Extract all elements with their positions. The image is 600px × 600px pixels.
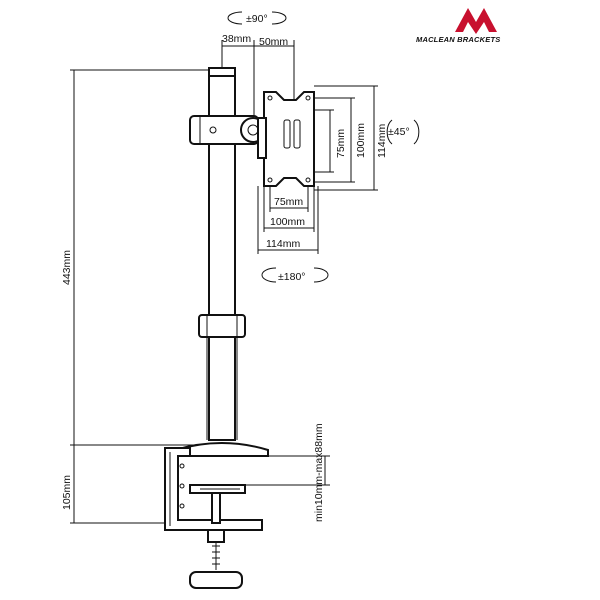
- tilt-rotation: ±90°: [227, 11, 287, 25]
- total-height-label: 443mm: [61, 250, 73, 285]
- brand-logo: MACLEAN BRACKETS: [416, 8, 500, 44]
- brand-mark-icon: [455, 8, 497, 34]
- vesa-plate: [257, 91, 315, 187]
- vesa-v-114-label: 114mm: [376, 124, 388, 158]
- vesa-horizontal-dimensions: 75mm 100mm 114mm: [257, 186, 319, 254]
- swivel-label: ±180°: [278, 271, 305, 283]
- desk-thickness-dimension: min10mm-max88mm: [240, 423, 330, 522]
- vesa-h-75-label: 75mm: [274, 196, 303, 208]
- tilt-label: ±90°: [246, 13, 268, 25]
- swivel-arrow-icon-right: [313, 267, 329, 283]
- rotate-arrow-icon: [386, 119, 393, 145]
- desk-clamp: [164, 442, 269, 589]
- arm-offset-50-label: 50mm: [259, 36, 288, 48]
- swivel-rotation: ±180°: [261, 267, 329, 283]
- tilt-arrow-icon-right: [271, 11, 287, 25]
- vesa-h-100-label: 100mm: [270, 216, 305, 228]
- vesa-v-100-label: 100mm: [355, 123, 367, 158]
- clamp-height-label: 105mm: [61, 475, 73, 510]
- vesa-v-75-label: 75mm: [335, 129, 347, 158]
- clamp-height-dimension: 105mm: [61, 445, 165, 524]
- arm-offset-38-label: 38mm: [222, 33, 251, 45]
- tilt-arrow-icon: [227, 11, 243, 25]
- vesa-vertical-dimensions: 75mm 100mm 114mm: [314, 85, 388, 191]
- arm-clamp: [189, 115, 266, 145]
- vesa-h-114-label: 114mm: [266, 238, 300, 250]
- brand-name: MACLEAN BRACKETS: [416, 35, 500, 44]
- rotate-rotation: ±45°: [386, 119, 420, 145]
- swivel-arrow-icon: [261, 267, 277, 283]
- arm-offset-dimension: 38mm 50mm: [221, 33, 295, 128]
- rotate-label: ±45°: [388, 126, 410, 138]
- desk-thickness-label: min10mm-max88mm: [313, 423, 325, 522]
- rotate-arrow-icon-right: [413, 119, 420, 145]
- total-height-dimension: 443mm: [61, 69, 210, 446]
